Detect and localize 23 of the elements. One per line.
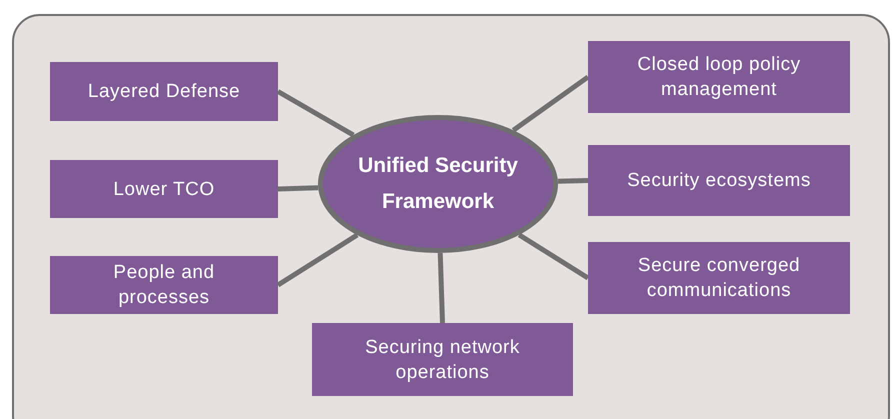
topic-label: Security ecosystems bbox=[626, 169, 812, 193]
topic-label: Layered Defense bbox=[86, 80, 242, 104]
connector-line bbox=[512, 74, 590, 132]
topic-box bbox=[50, 62, 278, 121]
connector-line bbox=[438, 252, 445, 324]
topic-label: Secure converged communications bbox=[636, 254, 802, 303]
topic-box bbox=[588, 41, 850, 113]
topic-label: Lower TCO bbox=[112, 178, 216, 202]
topic-label: Closed loop policy management bbox=[636, 53, 802, 102]
topic-box bbox=[50, 256, 278, 314]
connector-line bbox=[278, 185, 318, 192]
center-ellipse bbox=[318, 115, 558, 253]
connector-line bbox=[276, 232, 359, 288]
topic-box bbox=[588, 242, 850, 314]
connector-line bbox=[558, 178, 588, 184]
connector-line bbox=[518, 232, 590, 280]
connector-line bbox=[276, 89, 355, 138]
topic-label: People and processes bbox=[112, 261, 216, 310]
topic-box bbox=[50, 160, 278, 218]
topic-label: Securing network operations bbox=[364, 336, 521, 384]
topic-box bbox=[312, 323, 573, 396]
topic-box bbox=[588, 145, 850, 216]
framework-title: Unified Security Framework bbox=[357, 153, 519, 215]
